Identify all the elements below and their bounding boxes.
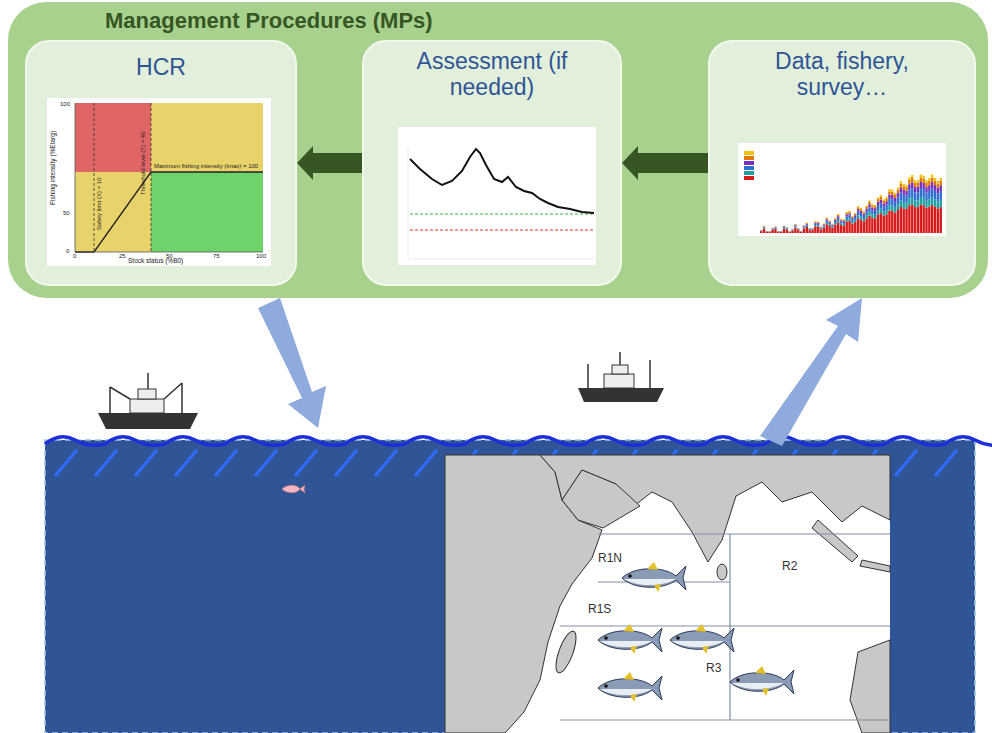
small-fish bbox=[282, 485, 305, 493]
box-title: HCR bbox=[51, 54, 271, 80]
ocean bbox=[45, 440, 975, 733]
wave-line bbox=[45, 437, 992, 446]
catch-bar-chart bbox=[738, 143, 946, 236]
down-arrow bbox=[258, 298, 326, 428]
fishing-boat bbox=[578, 352, 664, 402]
chart-annotation: Maximum fishing intensity (Imax) = 100 bbox=[154, 163, 258, 169]
tick-label: 100 bbox=[256, 253, 266, 259]
tick-label: 50 bbox=[166, 253, 173, 259]
chart-annotation: Threshold level (T) = 40 bbox=[140, 131, 146, 195]
region-label: R2 bbox=[782, 560, 797, 572]
box-title: Assessment (if needed) bbox=[412, 48, 572, 101]
assessment-plot bbox=[398, 127, 596, 265]
tick-label: 100 bbox=[60, 101, 70, 107]
tick-label: 50 bbox=[63, 210, 70, 216]
tick-label: 0 bbox=[66, 248, 69, 254]
region-label: R1S bbox=[588, 603, 611, 615]
region-label: R1N bbox=[598, 552, 622, 564]
tick-label: 0 bbox=[73, 253, 76, 259]
map-frame bbox=[445, 455, 890, 733]
fishing-boat bbox=[98, 373, 198, 429]
up-arrow bbox=[760, 298, 862, 446]
hcr-chart bbox=[47, 98, 271, 266]
landmass bbox=[445, 455, 890, 733]
chart-annotation: Safety limit (X) = 10 bbox=[96, 177, 102, 230]
region-lines bbox=[560, 534, 890, 720]
tuna-fish bbox=[598, 562, 794, 702]
axis-title: Stock status (%B0) bbox=[128, 258, 183, 265]
region-label: R3 bbox=[706, 662, 721, 674]
box-title: Data, fishery, survey… bbox=[747, 48, 937, 101]
panel-title: Management Procedures (MPs) bbox=[105, 8, 433, 34]
axis-title: Fishing intensity (%Etarg) bbox=[50, 131, 57, 205]
tick-label: 75 bbox=[213, 253, 220, 259]
tick-label: 25 bbox=[119, 253, 126, 259]
